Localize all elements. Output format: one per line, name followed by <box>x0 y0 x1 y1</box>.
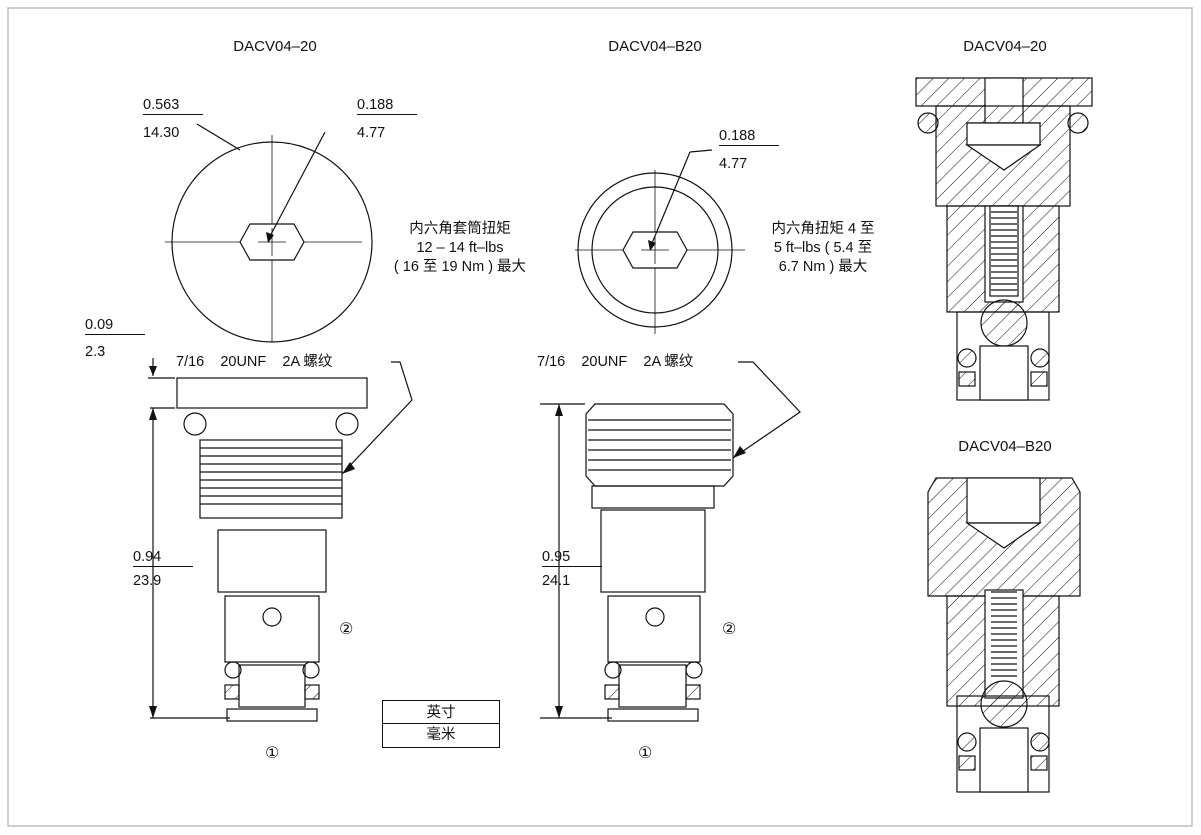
dim-239-mm: 23.9 <box>133 573 162 589</box>
marker-1-middle: ① <box>638 745 653 762</box>
thread-note-1: 7/16 20UNF 2A 螺纹 <box>176 354 333 370</box>
right-top-section <box>915 77 1093 401</box>
title-right-top: DACV04–20 <box>963 38 1047 55</box>
marker-2-left: ② <box>339 621 354 638</box>
title-middle: DACV04–B20 <box>608 38 702 55</box>
left-side-view <box>148 358 413 722</box>
dim-1430-mm: 14.30 <box>143 125 180 141</box>
torque-note-2-line2: 5 ft–lbs ( 5.4 至 <box>773 240 873 256</box>
middle-top-view <box>575 149 745 334</box>
left-top-view <box>165 123 373 343</box>
dim-0188b-in: 0.188 <box>719 128 779 146</box>
torque-note-1-line1: 内六角套筒扭矩 <box>409 221 511 237</box>
marker-1-left: ① <box>265 745 280 762</box>
dim-477a-mm: 4.77 <box>357 125 386 141</box>
torque-note-1-line2: 12 – 14 ft–lbs <box>416 240 504 256</box>
dim-477b-mm: 4.77 <box>719 156 748 172</box>
units-inch-label: 英寸 <box>383 703 499 724</box>
dim-0188a-in: 0.188 <box>357 97 417 115</box>
units-mm-label: 毫米 <box>426 727 456 743</box>
torque-note-2-line1: 内六角扭矩 4 至 <box>771 221 875 237</box>
dim-0563-in: 0.563 <box>143 97 203 115</box>
torque-note-1-line3: ( 16 至 19 Nm ) 最大 <box>393 259 527 275</box>
marker-2-middle: ② <box>722 621 737 638</box>
right-bottom-section <box>927 477 1081 793</box>
torque-note-2-line3: 6.7 Nm ) 最大 <box>778 259 868 275</box>
units-legend-box: 英寸 毫米 <box>382 700 500 748</box>
title-left: DACV04–20 <box>233 38 317 55</box>
page-border <box>7 7 1193 827</box>
dim-095-in: 0.95 <box>542 549 602 567</box>
dim-23-mm: 2.3 <box>85 344 106 360</box>
thread-note-2: 7/16 20UNF 2A 螺纹 <box>537 354 694 370</box>
dim-009-in: 0.09 <box>85 317 145 335</box>
dim-094-in: 0.94 <box>133 549 193 567</box>
dim-241-mm: 24.1 <box>542 573 571 589</box>
title-right-bottom: DACV04–B20 <box>958 438 1052 455</box>
middle-side-view <box>540 361 801 722</box>
